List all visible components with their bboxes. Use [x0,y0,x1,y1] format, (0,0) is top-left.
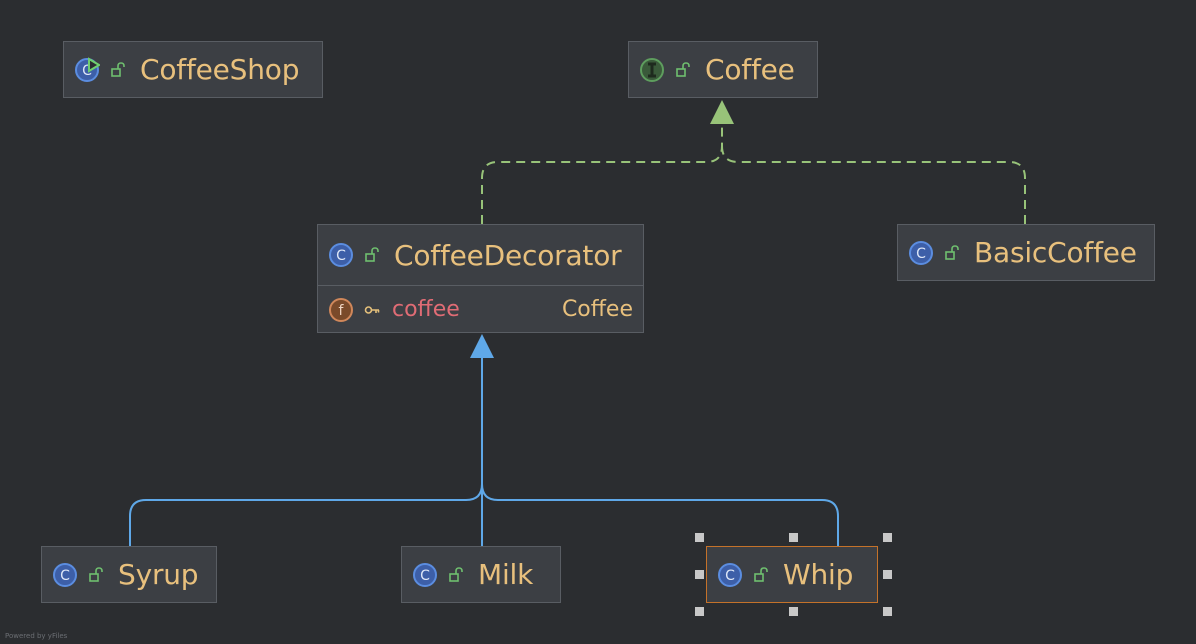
node-title: Whip [783,558,854,591]
resize-handle-bottom[interactable] [789,607,798,616]
unlocked-icon [365,247,379,262]
node-basiccoffee[interactable]: C BasicCoffee [897,224,1155,281]
unlocked-icon [111,61,125,77]
edge-coffeedecorator-implements-coffee[interactable] [481,124,723,224]
implements-arrowhead [710,100,734,124]
class-icon: C [329,243,353,267]
node-title: CoffeeDecorator [394,238,622,272]
node-coffeedecorator[interactable]: C CoffeeDecorator f coffee Coffee [317,224,644,333]
resize-handle-left[interactable] [695,570,704,579]
node-syrup[interactable]: C Syrup [41,546,217,603]
class-icon: C [413,562,437,587]
key-icon [364,305,380,314]
svg-text:C: C [916,246,926,262]
node-milk[interactable]: C Milk [401,546,561,603]
edge-basiccoffee-implements-coffee[interactable] [721,145,1026,224]
class-icon: C [909,240,933,265]
interface-icon [640,57,664,82]
class-icon: C [53,562,77,587]
runnable-class-icon: C [75,56,100,82]
svg-text:C: C [420,568,430,584]
svg-text:C: C [725,568,735,584]
resize-handle-bottom-left[interactable] [695,607,704,616]
unlocked-icon [945,244,959,260]
svg-text:C: C [82,63,92,79]
unlocked-icon [676,61,690,77]
field-row[interactable]: f coffee Coffee [318,285,643,333]
node-title: BasicCoffee [974,236,1137,269]
svg-text:C: C [336,248,346,264]
field-name: coffee [392,297,460,322]
field-icon: f [329,297,353,322]
node-coffee[interactable]: Coffee [628,41,818,98]
extends-arrowhead [470,334,494,358]
powered-by-label: Powered by yFiles [5,632,68,640]
resize-handle-top-left[interactable] [695,533,704,542]
svg-text:C: C [60,568,70,584]
resize-handle-bottom-right[interactable] [883,607,892,616]
field-type: Coffee [561,297,633,322]
class-icon: C [718,562,742,587]
resize-handle-right[interactable] [883,570,892,579]
unlocked-icon [449,566,463,582]
resize-handle-top-right[interactable] [883,533,892,542]
node-title: Coffee [705,53,795,86]
unlocked-icon [89,566,103,582]
node-title: Syrup [118,558,199,591]
unlocked-icon [754,566,768,582]
node-title: CoffeeShop [140,53,300,86]
edge-syrup-extends-coffeedecorator[interactable] [129,358,483,546]
resize-handle-top[interactable] [789,533,798,542]
edge-whip-extends-coffeedecorator[interactable] [481,483,839,546]
svg-text:f: f [339,303,345,319]
node-coffeeshop[interactable]: C CoffeeShop [63,41,323,98]
node-title: Milk [478,558,534,591]
node-whip[interactable]: C Whip [706,546,878,603]
